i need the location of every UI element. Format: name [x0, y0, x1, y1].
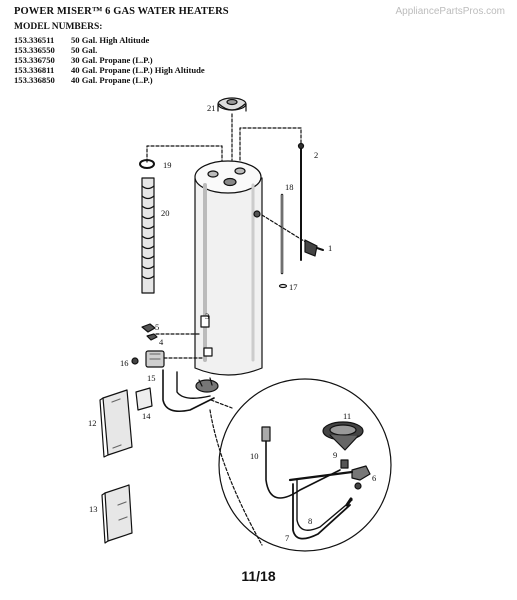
model-row: 153.336750 30 Gal. Propane (L.P.) [14, 55, 153, 65]
watermark-text: AppliancePartsPros.com [395, 6, 506, 17]
callout-16: 16 [120, 358, 129, 368]
callout-12: 12 [88, 418, 97, 428]
model-description: 40 Gal. Propane (L.P.) [71, 75, 153, 85]
model-description: 40 Gal. Propane (L.P.) High Altitude [71, 65, 205, 75]
dashed-leader [146, 145, 223, 171]
water-heater-tank [194, 160, 263, 376]
drain-valve-part [261, 214, 324, 257]
fitting-part [141, 323, 201, 341]
thermocouple-bracket-part [288, 459, 371, 490]
anode-rod-part [297, 142, 305, 261]
page-number: 11/18 [241, 568, 276, 584]
callout-3: 3 [205, 311, 209, 321]
callout-14: 14 [142, 411, 151, 421]
main-burner-part [322, 421, 364, 451]
model-number: 153.336550 [14, 45, 55, 55]
draft-hood-part [217, 97, 247, 112]
callout-11: 11 [343, 411, 351, 421]
model-number: 153.336811 [14, 65, 55, 75]
model-number: 153.336511 [14, 35, 55, 45]
burner-shield-part [101, 484, 133, 544]
flex-connector-part [141, 177, 155, 294]
gas-control-valve-part [131, 350, 203, 368]
callout-2: 2 [314, 150, 318, 160]
model-row: 153.336550 50 Gal. [14, 45, 97, 55]
detail-zoom-circle [209, 378, 392, 552]
callout-10: 10 [250, 451, 259, 461]
callout-18: 18 [285, 182, 294, 192]
callout-5: 5 [155, 322, 159, 332]
callout-9: 9 [333, 450, 337, 460]
o-ring-part [278, 283, 288, 289]
burner-assembly-part [162, 369, 219, 413]
model-description: 50 Gal. High Altitude [71, 35, 150, 45]
model-number: 153.336850 [14, 75, 55, 85]
model-row: 153.336511 50 Gal. High Altitude [14, 35, 149, 45]
callout-1: 1 [328, 243, 332, 253]
callout-20: 20 [161, 208, 170, 218]
callout-4: 4 [159, 337, 164, 347]
model-description: 50 Gal. [71, 45, 98, 55]
inner-door-part [135, 387, 153, 411]
flue-gasket-part [139, 159, 155, 169]
callout-15: 15 [147, 373, 156, 383]
outer-door-part [99, 389, 133, 458]
model-row: 153.336811 40 Gal. Propane (L.P.) High Al… [14, 65, 205, 75]
diagram-title: POWER MISER™ 6 GAS WATER HEATERS [14, 6, 229, 17]
model-numbers-heading: MODEL NUMBERS: [14, 22, 103, 32]
model-row: 153.336850 40 Gal. Propane (L.P.) [14, 75, 153, 85]
callout-19: 19 [163, 160, 172, 170]
callout-8: 8 [308, 516, 312, 526]
model-number: 153.336750 [14, 55, 55, 65]
callout-7: 7 [285, 533, 289, 543]
callout-17: 17 [289, 282, 298, 292]
callout-6: 6 [372, 473, 376, 483]
model-description: 30 Gal. Propane (L.P.) [71, 55, 153, 65]
dashed-leader [239, 127, 302, 161]
callout-13: 13 [89, 504, 98, 514]
callout-21: 21 [207, 103, 216, 113]
thermocouple-lead-part [292, 479, 353, 540]
pilot-tube-part [261, 426, 341, 499]
